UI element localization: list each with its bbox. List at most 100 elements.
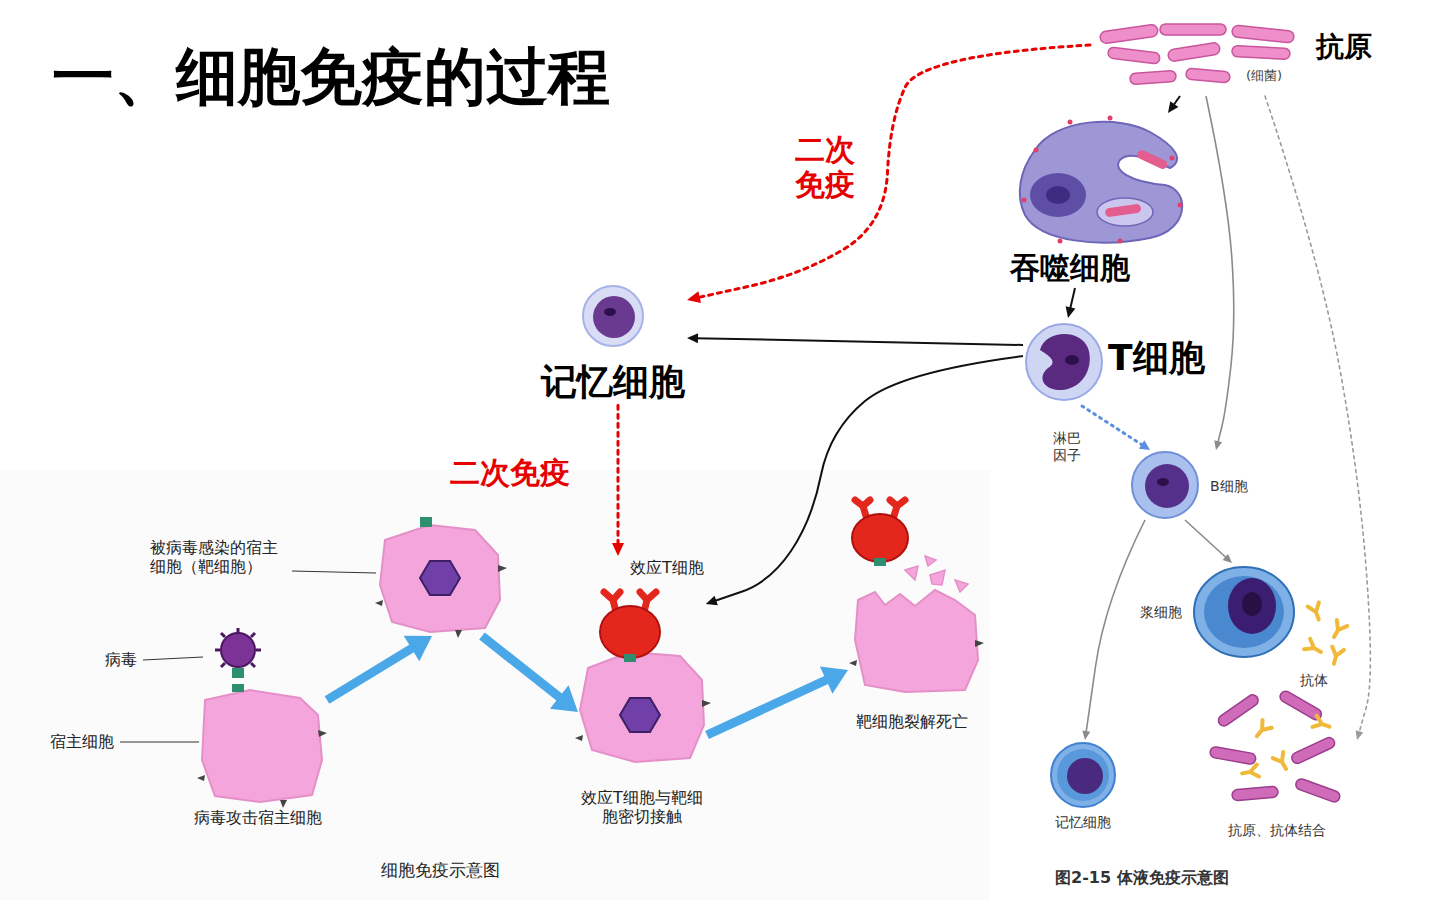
cell-label: 抗原 xyxy=(1316,30,1372,64)
infected-cell xyxy=(498,565,507,572)
arrow-head xyxy=(1168,101,1178,113)
annotation-label: 图2-15 体液免疫示意图 xyxy=(1055,868,1229,887)
phagocyte xyxy=(1020,116,1183,244)
antigen-antibody-complex xyxy=(1209,746,1256,765)
cell-node: 靶细胞裂解死亡 xyxy=(848,496,982,733)
virus xyxy=(215,649,220,652)
antigen-antibody-complex xyxy=(1241,716,1331,780)
b-cell xyxy=(1157,478,1169,486)
antigen-antibody-complex xyxy=(1209,689,1341,803)
memory-cell xyxy=(583,286,643,346)
connector-line xyxy=(1082,406,1144,446)
antigen-antibody-complex xyxy=(1294,777,1341,803)
phagocyte xyxy=(1058,239,1063,244)
cell-node: 抗原、抗体结合 xyxy=(1198,690,1357,841)
target-cell xyxy=(575,652,711,762)
cell-node: T细胞 xyxy=(1023,318,1207,406)
small-memory-cell xyxy=(1067,758,1103,794)
cell-label: 记忆细胞 xyxy=(1055,814,1111,831)
host-cell xyxy=(280,800,287,808)
connector xyxy=(687,333,1023,345)
bacteria-cluster xyxy=(1099,24,1158,44)
infected-cell xyxy=(375,565,507,638)
bacteria-cluster xyxy=(1167,42,1220,62)
cell-node: 病毒攻击宿主细胞 xyxy=(188,626,327,829)
cell-label: 浆细胞 xyxy=(1140,604,1182,621)
lysed-target-cell xyxy=(855,500,870,516)
cell-node: 效应T细胞与靶细胞密切接触 xyxy=(578,648,707,828)
infected-cell xyxy=(455,630,462,638)
phagocyte xyxy=(1022,116,1183,244)
virus xyxy=(232,668,244,678)
phagocyte xyxy=(1068,120,1073,125)
phagocyte xyxy=(1046,186,1070,204)
b-cell xyxy=(1132,452,1198,518)
bacteria-cluster xyxy=(1099,24,1294,85)
connector-line xyxy=(707,677,833,735)
virus xyxy=(221,633,225,637)
phagocyte xyxy=(1108,116,1113,121)
connector xyxy=(1168,96,1180,113)
cell-node: 记忆细胞 xyxy=(539,283,687,405)
antigen-antibody-complex xyxy=(1209,689,1341,803)
cell-node: 吞噬细胞 xyxy=(1008,113,1197,288)
lysed-target-cell xyxy=(849,500,984,692)
cell-label: 效应T细胞与靶细胞密切接触 xyxy=(581,788,703,826)
leader-line xyxy=(120,742,199,743)
cell-node: 浆细胞 xyxy=(1138,563,1298,661)
phagocyte xyxy=(1136,149,1169,171)
virus xyxy=(251,663,255,667)
connector xyxy=(1265,96,1370,740)
lysed-target-cell xyxy=(855,590,978,692)
t-cell xyxy=(1026,324,1102,400)
lysed-target-cell xyxy=(905,556,968,592)
virus xyxy=(215,628,261,667)
target-cell xyxy=(575,700,711,741)
phagocyte xyxy=(1178,203,1183,208)
host-cell xyxy=(202,690,322,802)
antibody-icons xyxy=(1329,620,1347,640)
annotation-label: 细胞免疫示意图 xyxy=(381,860,500,880)
effector-t-cell xyxy=(624,654,636,662)
target-cell xyxy=(702,700,711,707)
t-cell xyxy=(1065,355,1079,365)
effector-t-cell xyxy=(600,606,660,658)
host-cell xyxy=(232,684,244,692)
cell-label: 被病毒感染的宿主细胞（靶细胞） xyxy=(150,538,285,576)
leader-line xyxy=(120,571,376,742)
arrow-head xyxy=(820,666,848,693)
arrow-head xyxy=(687,333,698,343)
arrow-head xyxy=(1223,554,1232,563)
connector-line xyxy=(482,636,565,702)
plasma-cell xyxy=(1194,567,1294,657)
cell-label: (细菌) xyxy=(1246,68,1282,84)
antigen-antibody-complex xyxy=(1232,786,1279,801)
connector xyxy=(1082,406,1150,450)
cell-label: 抗原、抗体结合 xyxy=(1228,822,1326,839)
connector xyxy=(612,405,624,556)
t-cell xyxy=(1040,334,1090,390)
phagocyte xyxy=(1022,198,1027,203)
host-cell xyxy=(197,684,327,808)
connector-line xyxy=(1206,96,1234,444)
lysed-target-cell xyxy=(852,514,908,562)
arrow-head xyxy=(550,685,578,712)
antigen-antibody-complex xyxy=(1241,765,1259,780)
virus xyxy=(256,649,261,652)
edge-label: 二次免疫 xyxy=(450,455,570,491)
arrow-head xyxy=(1214,440,1222,450)
lysed-target-cell xyxy=(930,570,945,585)
target-cell xyxy=(620,698,660,732)
lysed-target-cell xyxy=(874,558,886,566)
arrow-head xyxy=(1082,731,1090,740)
antigen-antibody-complex xyxy=(1252,720,1271,740)
antigen-antibody-complex xyxy=(1290,736,1336,765)
infected-cell xyxy=(420,561,460,595)
lysed-target-cell xyxy=(849,660,857,666)
virus xyxy=(215,628,261,678)
annotation-label: 抗体 xyxy=(1300,672,1328,689)
lysed-target-cell xyxy=(905,566,918,580)
arrow-head xyxy=(1356,730,1364,740)
lysed-target-cell xyxy=(955,580,968,592)
